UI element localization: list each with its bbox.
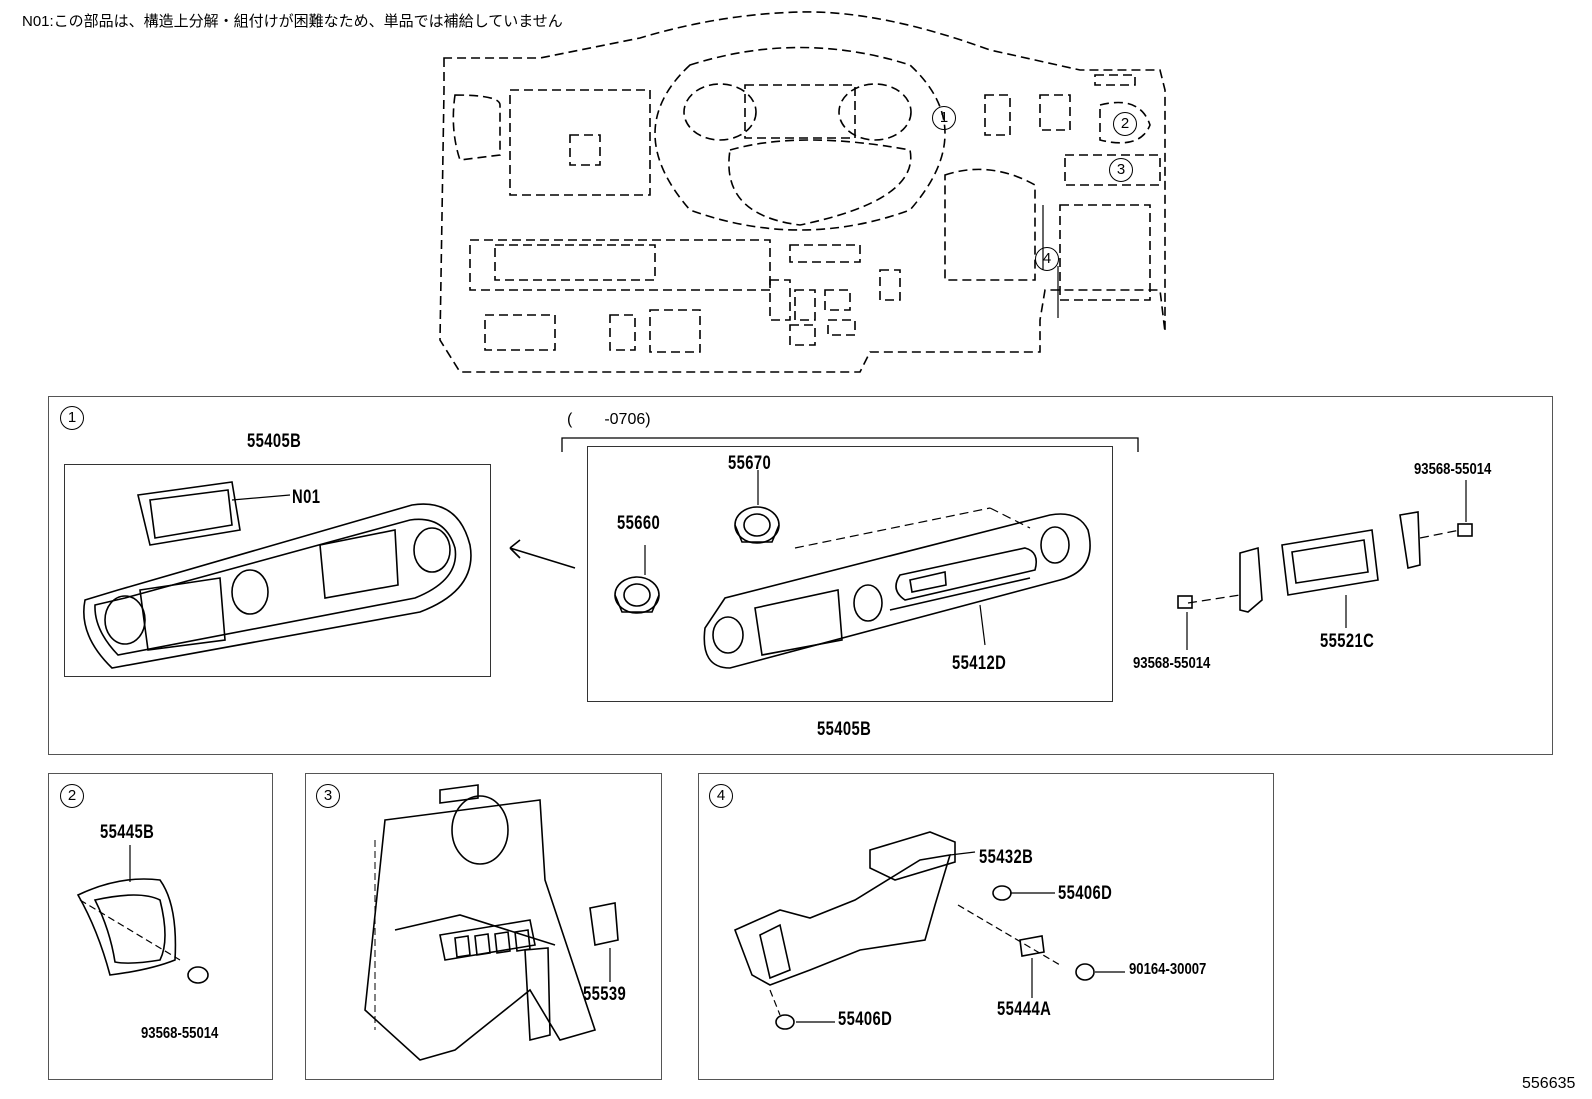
section4-drawing — [733, 831, 1125, 1030]
section-3-frame — [305, 773, 662, 1080]
dashboard-overview — [439, 11, 1166, 373]
callout-2: 2 — [1113, 112, 1137, 136]
knob-drawings — [614, 470, 780, 614]
callout-3: 3 — [1109, 158, 1133, 182]
section2-drawing — [76, 845, 209, 984]
callout-1: 1 — [932, 106, 956, 130]
part-55521c: 55521C — [1320, 631, 1375, 652]
diagram-reference: 556635 — [1522, 1075, 1576, 1092]
part-n01: N01 — [292, 487, 321, 508]
part-90164-30007: 90164-30007 — [1129, 961, 1207, 978]
part-93568-55014-top: 93568-55014 — [1414, 461, 1492, 478]
note-text: N01:この部品は、構造上分解・組付けが困難なため、単品では補給していません — [22, 13, 563, 30]
section-4-number: 4 — [709, 784, 733, 808]
display-unit-drawing — [1177, 480, 1473, 650]
part-55432b: 55432B — [979, 847, 1034, 868]
panel-55412d-drawing — [703, 507, 1091, 669]
section3-drawing — [364, 784, 619, 1061]
callout-4: 4 — [1035, 247, 1059, 271]
part-55405b-bottom: 55405B — [817, 719, 872, 740]
section-1-number: 1 — [60, 406, 84, 430]
part-55660: 55660 — [617, 513, 661, 534]
assembly-left-drawing — [83, 481, 472, 669]
part-93568-55014-left: 93568-55014 — [1133, 655, 1211, 672]
period-label: ( -0706) — [567, 411, 651, 428]
section-1-frame — [48, 396, 1553, 755]
part-55670: 55670 — [728, 453, 772, 474]
part-55412d: 55412D — [952, 653, 1007, 674]
section-2-number: 2 — [60, 784, 84, 808]
part-55406d-top: 55406D — [1058, 883, 1113, 904]
section-4-frame — [698, 773, 1274, 1080]
assembly-left-box — [64, 464, 491, 677]
part-55539: 55539 — [583, 984, 627, 1005]
part-55406d-bottom: 55406D — [838, 1009, 893, 1030]
part-93568-55014-s2: 93568-55014 — [141, 1025, 219, 1042]
part-55444a: 55444A — [997, 999, 1052, 1020]
section-2-frame — [48, 773, 273, 1080]
part-55445b: 55445B — [100, 822, 155, 843]
subassembly-box — [587, 446, 1113, 702]
section-3-number: 3 — [316, 784, 340, 808]
part-55405b-left: 55405B — [247, 431, 302, 452]
